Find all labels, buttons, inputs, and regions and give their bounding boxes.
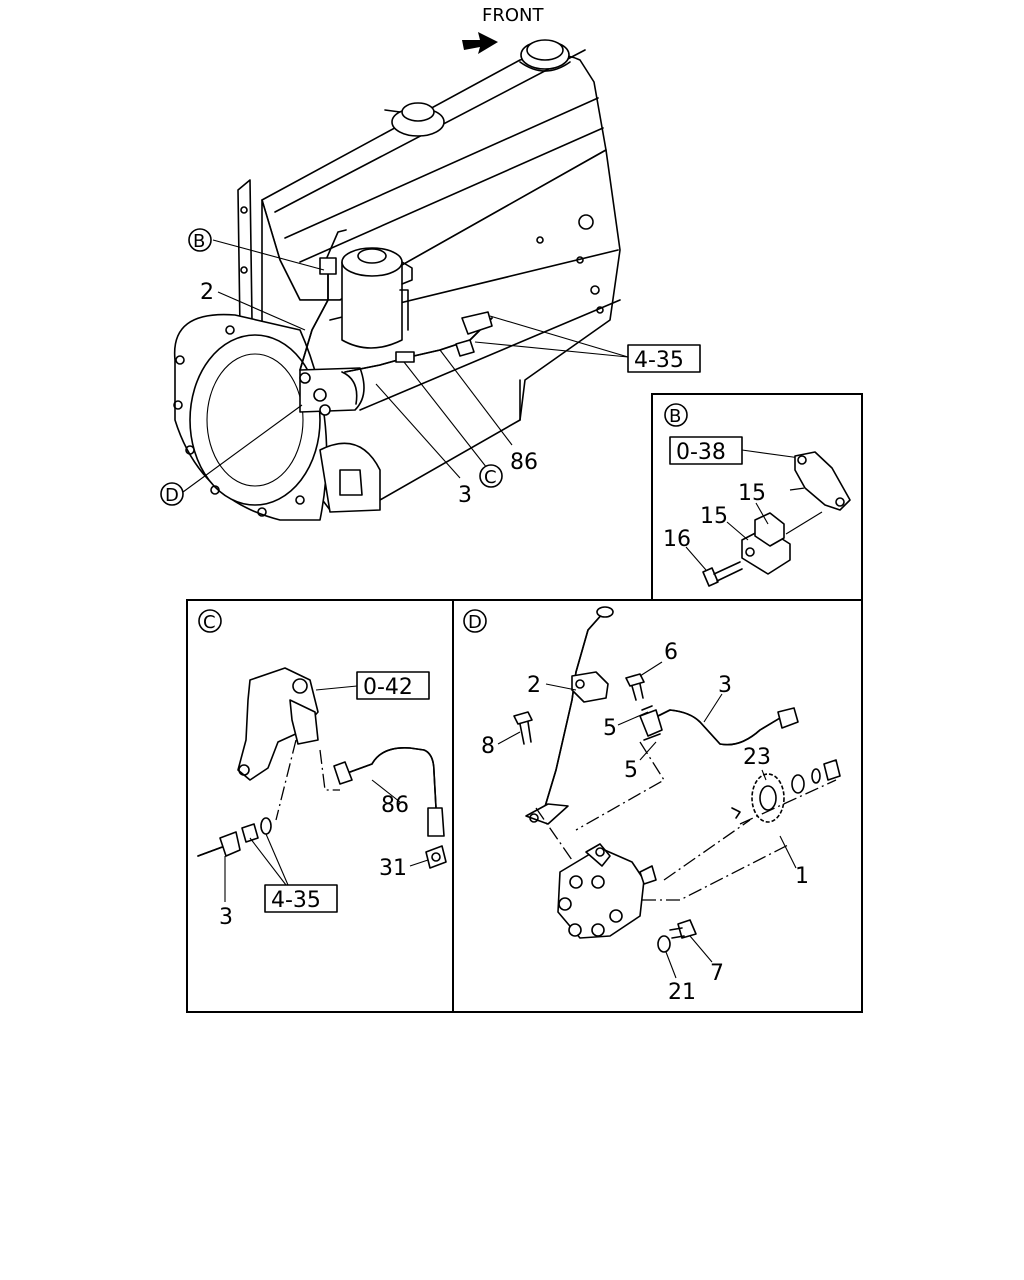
svg-text:D: D [468, 612, 482, 633]
pipe-end-3-detail [197, 817, 272, 857]
detail-c-marker: C [198, 609, 222, 633]
label-part-3-detail-d: 3 [718, 673, 732, 698]
bracket-b [794, 451, 851, 511]
ref-box-4-35-main: 4-35 [627, 344, 701, 373]
bolt-16 [702, 561, 743, 587]
callout-b: B [188, 228, 212, 252]
label-part-7: 7 [710, 961, 724, 986]
bolt-6 [625, 673, 645, 701]
label-part-21: 21 [668, 980, 696, 1005]
svg-text:0-38: 0-38 [676, 440, 726, 465]
main-leader-lines [182, 239, 629, 493]
vacuum-pump-detail [557, 843, 657, 939]
front-label: FRONT [482, 5, 544, 26]
label-part-8: 8 [481, 734, 495, 759]
label-part-23: 23 [743, 745, 771, 770]
ref-box-0-42: 0-42 [356, 671, 430, 700]
label-part-86: 86 [510, 450, 538, 475]
flywheel-housing [173, 313, 328, 521]
label-part-2: 2 [200, 280, 214, 305]
drive-gear-23 [731, 773, 785, 823]
svg-text:C: C [203, 612, 216, 633]
nut-31 [425, 845, 447, 869]
svg-text:D: D [165, 485, 179, 506]
front-arrow-icon [462, 32, 498, 54]
vacuum-pump [299, 367, 365, 416]
detail-b-marker: B [664, 403, 688, 427]
label-part-31: 31 [379, 856, 407, 881]
label-part-6: 6 [664, 640, 678, 665]
washer-21 [657, 935, 671, 953]
hose-86-detail [333, 747, 445, 837]
label-part-16: 16 [663, 527, 691, 552]
label-part-86-detail-c: 86 [381, 793, 409, 818]
detail-d-panel: D [452, 599, 863, 1013]
detail-c-panel: C 0-42 [186, 599, 454, 1013]
filter-canister [341, 247, 413, 349]
detail-d-marker: D [463, 609, 487, 633]
bolt-7 [669, 919, 697, 939]
svg-text:C: C [484, 467, 497, 488]
svg-text:4-35: 4-35 [634, 348, 684, 373]
svg-text:B: B [193, 231, 205, 252]
callout-c: C [479, 464, 503, 488]
label-part-5-lower: 5 [624, 758, 638, 783]
label-part-2-detail-d: 2 [527, 673, 541, 698]
oil-filler-cap [519, 39, 571, 72]
engine-rear-plate [237, 179, 253, 331]
svg-text:0-42: 0-42 [363, 675, 413, 700]
svg-text:B: B [669, 406, 681, 427]
main-engine-view: FRONT [160, 5, 701, 521]
pipe-clip-15 [741, 512, 791, 575]
label-part-3-detail-c: 3 [219, 905, 233, 930]
label-part-3: 3 [458, 483, 472, 508]
callout-d: D [160, 482, 184, 506]
washer-gear [791, 759, 841, 794]
ref-box-4-35-detail-c: 4-35 [264, 884, 338, 913]
detail-b-panel: B 0-38 15 15 16 [651, 393, 863, 600]
oil-pipe-3-detail [639, 705, 799, 746]
svg-text:4-35: 4-35 [271, 888, 321, 913]
ref-box-0-38: 0-38 [669, 436, 743, 465]
breather-cap [384, 102, 445, 137]
label-part-15-lower: 15 [700, 504, 728, 529]
bolt-8 [513, 711, 533, 745]
label-part-15-upper: 15 [738, 481, 766, 506]
bracket-c [237, 667, 319, 781]
oil-pipe-2-detail [525, 606, 614, 825]
label-part-1: 1 [795, 864, 809, 889]
detail-d-leader-lines [497, 661, 837, 979]
label-part-5-upper: 5 [603, 716, 617, 741]
